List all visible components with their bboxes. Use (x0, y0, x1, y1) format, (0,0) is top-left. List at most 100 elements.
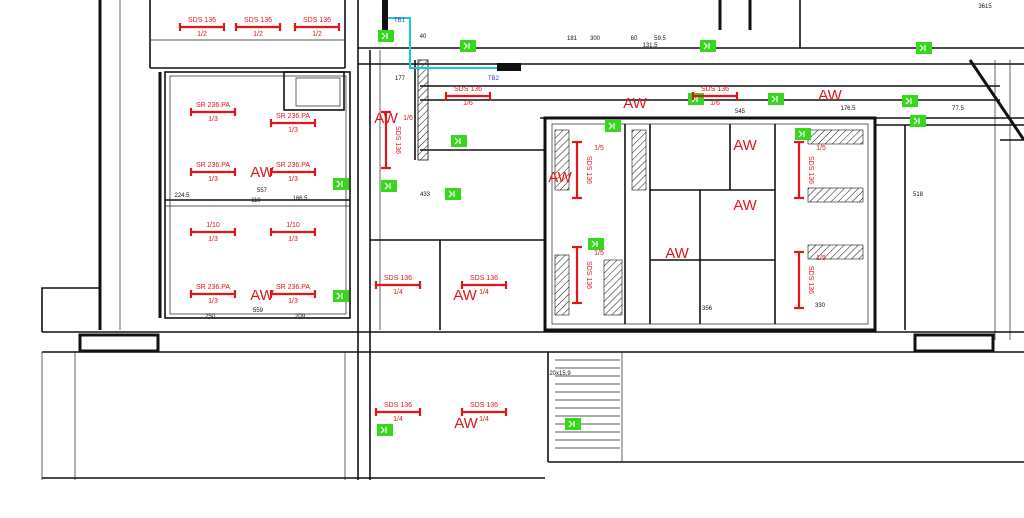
fixture-type: SDS 136 (701, 86, 729, 93)
fixture-type: SR 236.PA (196, 102, 230, 109)
duct-line (383, 0, 510, 69)
emergency-exit-sign-icon (377, 424, 393, 436)
light-fixture: SR 236.PA 1/3 (189, 102, 237, 123)
fixture-circuit: 1/5 (594, 250, 604, 257)
aw-label: AW (250, 287, 274, 304)
fixture-circuit: 1/3 (288, 127, 298, 134)
fixture-circuit: 1/3 (208, 176, 218, 183)
aw-label: AW (665, 245, 689, 262)
fixture-circuit: 1/3 (288, 236, 298, 243)
emergency-exit-sign-icon (795, 128, 811, 140)
fixture-type: SDS 136 (244, 17, 272, 24)
fixture-circuit: 1/4 (479, 289, 489, 296)
fixture-type: SDS 136 (188, 17, 216, 24)
fixture-type: SDS 136 (585, 261, 592, 289)
dimension-label: 518 (913, 192, 924, 198)
light-fixture: SDS 136 1/6 (444, 86, 492, 107)
dimension-label: 559 (253, 308, 264, 314)
fixture-circuit: 1/4 (393, 289, 403, 296)
light-fixture: 1/10 1/3 (269, 222, 317, 243)
emergency-exit-sign-icon (445, 188, 461, 200)
dimension-label: 356 (702, 306, 713, 312)
tag-tb1: TB1 (394, 18, 406, 24)
fixture-type: SR 236.PA (276, 284, 310, 291)
light-fixture: SDS 136 1/2 (234, 17, 282, 38)
dimension-label: 209 (295, 314, 306, 320)
fixture-type: SR 236.PA (276, 113, 310, 120)
aw-label: AW (818, 87, 842, 104)
fixture-type: SR 236.PA (196, 284, 230, 291)
fixture-circuit: 1/6 (463, 100, 473, 107)
aw-label: AW (733, 197, 757, 214)
dimension-label: 131.5 (642, 43, 658, 49)
light-fixture: SDS 136 1/6 (691, 86, 739, 107)
dimension-label: 77.5 (952, 106, 964, 112)
dimension-label: 176.5 (840, 106, 856, 112)
fixture-circuit: 1/2 (197, 31, 207, 38)
staircase (555, 352, 623, 462)
dimension-label: 110 (251, 198, 261, 204)
light-fixture: SR 236.PA 1/3 (189, 162, 237, 183)
panel (497, 63, 521, 71)
aw-label: AW (733, 137, 757, 154)
fixture-type: SR 236.PA (196, 162, 230, 169)
emergency-exit-sign-icon (588, 238, 604, 250)
fixture-type: SR 236.PA (276, 162, 310, 169)
dimension-label: 166.5 (292, 196, 308, 202)
fixture-circuit: 1/3 (288, 176, 298, 183)
fixture-type: SDS 136 (454, 86, 482, 93)
dimension-label: 330 (815, 303, 826, 309)
emergency-exit-sign-icon (916, 42, 932, 54)
fixture-type: SDS 136 (807, 266, 814, 294)
emergency-exit-sign-icon (381, 180, 397, 192)
fixture-circuit: 1/2 (253, 31, 263, 38)
dimension-label: 181 (567, 36, 578, 42)
emergency-exit-sign-icon (565, 418, 581, 430)
aw-label: AW (623, 95, 647, 112)
fixture-type: 1/10 (286, 222, 300, 229)
walls (41, 0, 1024, 480)
dimension-label: 224.5 (174, 193, 190, 199)
dimension-label: 60 (631, 36, 638, 42)
light-fixture: SR 236.PA 1/3 (269, 162, 317, 183)
fixture-type: SDS 136 (384, 402, 412, 409)
aw-label: AW (374, 110, 398, 127)
light-fixture: SDS 136 1/4 (460, 275, 508, 296)
dimension-label: 250 (205, 314, 216, 320)
fixture-circuit: 1/2 (312, 31, 322, 38)
fixture-circuit: 1/6 (710, 100, 720, 107)
fixture-circuit: 1/3 (288, 298, 298, 305)
fixture-type: SDS 136 (470, 275, 498, 282)
emergency-exit-sign-icon (768, 93, 784, 105)
emergency-exit-sign-icon (378, 30, 394, 42)
emergency-exit-sign-icon (333, 178, 349, 190)
fixture-type: SDS 136 (585, 156, 592, 184)
fixture-circuit: 1/4 (479, 416, 489, 423)
fixture-circuit: 1/3 (208, 236, 218, 243)
emergency-exit-sign-icon (700, 40, 716, 52)
light-fixture: SR 236.PA 1/3 (269, 113, 317, 134)
emergency-exit-sign-icon (910, 115, 926, 127)
fixture-circuit: 1/3 (208, 116, 218, 123)
dimension-label: 177 (395, 76, 406, 82)
emergency-exit-sign-icon (688, 93, 704, 105)
fixture-circuit: 1/5 (816, 145, 826, 152)
dimension-label: 557 (257, 188, 268, 194)
tag-tb2: TB2 (488, 76, 500, 82)
fixture-circuit: 1/5 (594, 145, 604, 152)
aw-label: AW (548, 169, 572, 186)
emergency-exit-sign-icon (451, 135, 467, 147)
dimension-label: 3615 (978, 4, 992, 10)
dimension-label: 40 (420, 34, 427, 40)
light-fixture: SR 236.PA1/3 (189, 284, 237, 305)
emergency-exit-sign-icon (902, 95, 918, 107)
